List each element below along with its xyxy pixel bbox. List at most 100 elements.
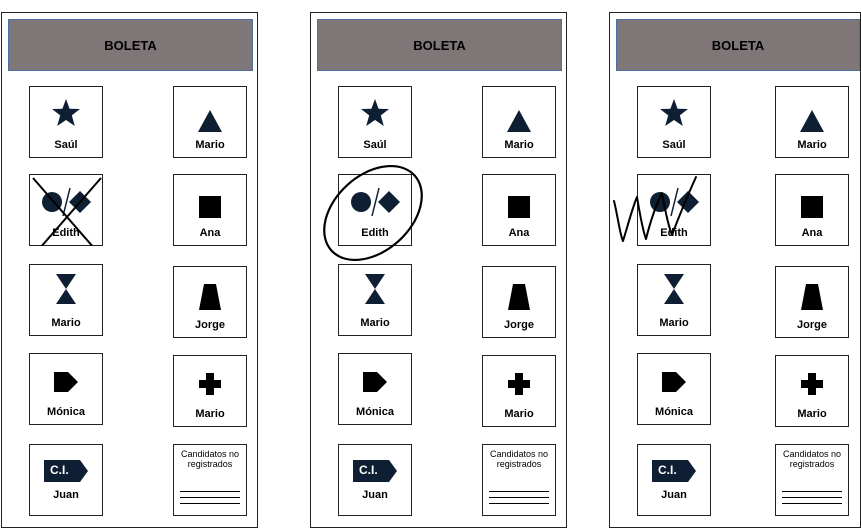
candidate-juan[interactable]: C.I. Juan	[338, 444, 412, 516]
pentagon-arrow-icon	[30, 362, 102, 402]
candidate-monica[interactable]: Mónica	[29, 353, 103, 425]
write-in-box[interactable]: Candidatos no registrados	[173, 444, 247, 516]
candidate-name: Mario	[195, 139, 225, 151]
circle-diamond-icon	[339, 181, 411, 221]
candidate-name: Mario	[360, 317, 390, 329]
candidate-juan[interactable]: C.I. Juan	[29, 444, 103, 516]
candidate-juan[interactable]: C.I. Juan	[637, 444, 711, 516]
candidate-name: Mónica	[356, 406, 394, 418]
candidate-mario-cross[interactable]: Mario	[775, 355, 849, 427]
candidate-mario-cross[interactable]: Mario	[482, 355, 556, 427]
write-in-label: Candidatos no registrados	[489, 449, 549, 469]
cross-icon	[174, 364, 246, 404]
candidate-monica[interactable]: Mónica	[338, 353, 412, 425]
ci-tag-icon: C.I.	[30, 451, 102, 491]
candidate-edith[interactable]: Edith	[338, 174, 412, 246]
write-in-label: Candidatos no registrados	[180, 449, 240, 469]
ballot-header: BOLETA	[616, 19, 860, 71]
candidate-name: Mónica	[47, 406, 85, 418]
trapezoid-icon	[174, 277, 246, 317]
write-in-line	[180, 497, 240, 498]
triangle-icon	[174, 101, 246, 141]
hourglass-icon	[30, 269, 102, 309]
ballot-3: BOLETA Saúl Mario Edith Ana Mario Jorge …	[609, 12, 861, 528]
candidate-mario-triangle[interactable]: Mario	[173, 86, 247, 158]
candidate-name: Edith	[660, 227, 688, 239]
candidate-name: Mario	[195, 408, 225, 420]
candidate-name: Jorge	[504, 319, 534, 331]
candidate-name: Mónica	[655, 406, 693, 418]
square-icon	[174, 187, 246, 227]
candidate-saul[interactable]: Saúl	[338, 86, 412, 158]
candidate-jorge[interactable]: Jorge	[482, 266, 556, 338]
write-in-line	[180, 491, 240, 492]
write-in-line	[782, 491, 842, 492]
candidate-mario-triangle[interactable]: Mario	[482, 86, 556, 158]
triangle-icon	[483, 101, 555, 141]
circle-diamond-icon	[30, 181, 102, 221]
candidate-name: Juan	[362, 489, 388, 501]
ci-tag-icon: C.I.	[339, 451, 411, 491]
ballot-2: BOLETA Saúl Mario Edith Ana Mario Jorge …	[310, 12, 567, 528]
candidate-name: Mario	[797, 139, 827, 151]
trapezoid-icon	[776, 277, 848, 317]
candidate-name: Mario	[51, 317, 81, 329]
square-icon	[776, 187, 848, 227]
candidate-name: Ana	[199, 227, 221, 239]
candidate-name: Jorge	[797, 319, 827, 331]
candidate-mario-hourglass[interactable]: Mario	[338, 264, 412, 336]
candidate-ana[interactable]: Ana	[173, 174, 247, 246]
candidate-name: Edith	[361, 227, 389, 239]
candidate-saul[interactable]: Saúl	[637, 86, 711, 158]
pentagon-arrow-icon	[339, 362, 411, 402]
candidate-name: Mario	[504, 139, 534, 151]
ballot-header: BOLETA	[8, 19, 253, 71]
write-in-box[interactable]: Candidatos no registrados	[482, 444, 556, 516]
candidate-name: Saúl	[54, 139, 78, 151]
write-in-line	[782, 503, 842, 504]
write-in-line	[782, 497, 842, 498]
ci-badge-text: C.I.	[50, 463, 69, 477]
ci-badge-text: C.I.	[359, 463, 378, 477]
candidate-name: Juan	[661, 489, 687, 501]
candidate-name: Saúl	[363, 139, 387, 151]
candidate-mario-hourglass[interactable]: Mario	[637, 264, 711, 336]
hourglass-icon	[638, 269, 710, 309]
cross-icon	[483, 364, 555, 404]
candidate-ana[interactable]: Ana	[775, 174, 849, 246]
candidate-jorge[interactable]: Jorge	[775, 266, 849, 338]
write-in-line	[489, 491, 549, 492]
candidate-saul[interactable]: Saúl	[29, 86, 103, 158]
candidate-name: Ana	[801, 227, 823, 239]
candidate-ana[interactable]: Ana	[482, 174, 556, 246]
candidate-name: Juan	[53, 489, 79, 501]
candidate-name: Ana	[508, 227, 530, 239]
star-icon	[638, 93, 710, 133]
pentagon-arrow-icon	[638, 362, 710, 402]
ci-tag-icon: C.I.	[638, 451, 710, 491]
star-icon	[339, 93, 411, 133]
candidate-edith[interactable]: Edith	[29, 174, 103, 246]
candidate-edith[interactable]: Edith	[637, 174, 711, 246]
write-in-line	[180, 503, 240, 504]
cross-icon	[776, 364, 848, 404]
candidate-name: Mario	[797, 408, 827, 420]
candidate-mario-cross[interactable]: Mario	[173, 355, 247, 427]
candidate-name: Jorge	[195, 319, 225, 331]
write-in-box[interactable]: Candidatos no registrados	[775, 444, 849, 516]
candidate-jorge[interactable]: Jorge	[173, 266, 247, 338]
candidate-mario-triangle[interactable]: Mario	[775, 86, 849, 158]
candidate-mario-hourglass[interactable]: Mario	[29, 264, 103, 336]
trapezoid-icon	[483, 277, 555, 317]
star-icon	[30, 93, 102, 133]
ballot-header: BOLETA	[317, 19, 562, 71]
ballot-1: BOLETA Saúl Mario Edith Ana Mario Jorge …	[1, 12, 258, 528]
candidate-name: Saúl	[662, 139, 686, 151]
circle-diamond-icon	[638, 181, 710, 221]
candidate-name: Edith	[52, 227, 80, 239]
triangle-icon	[776, 101, 848, 141]
write-in-line	[489, 497, 549, 498]
candidate-name: Mario	[659, 317, 689, 329]
write-in-line	[489, 503, 549, 504]
candidate-monica[interactable]: Mónica	[637, 353, 711, 425]
